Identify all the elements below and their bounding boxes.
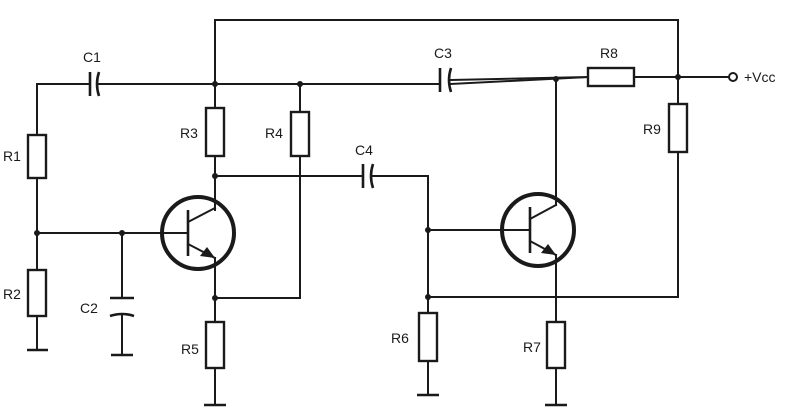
resistor-r4 [289,110,311,158]
label-r5: R5 [181,341,199,357]
resistor-r3 [204,106,226,158]
label-c3: C3 [434,45,452,61]
label-r6: R6 [391,330,409,346]
capacitor-c4 [361,163,375,189]
label-r9: R9 [643,121,661,137]
label-r3: R3 [180,125,198,141]
resistor-r6 [417,311,439,363]
resistor-r2 [26,268,48,318]
vcc-terminal [728,72,738,82]
label-r2: R2 [3,286,21,302]
resistor-r9 [667,102,689,154]
label-r1: R1 [3,148,21,164]
resistor-r8 [586,66,636,88]
label-r8: R8 [600,45,618,61]
component-labels: C1 C3 C4 C2 R1 R2 R3 R4 R5 R6 R7 R8 R9 +… [3,45,776,357]
transistor-q1 [160,195,236,271]
wiring [36,19,729,406]
ground-symbols [27,348,567,407]
label-r4: R4 [265,125,283,141]
junction-dots [34,74,681,301]
capacitor-c3 [438,67,453,93]
capacitor-c1 [88,71,101,97]
label-r7: R7 [523,339,541,355]
resistor-r5 [204,320,226,370]
label-vcc: +Vcc [744,69,776,85]
label-c1: C1 [83,49,101,65]
resistor-r7 [545,320,567,370]
transistor-q2 [500,192,576,268]
resistor-r1 [26,133,48,180]
capacitor-c2 [109,296,135,318]
label-c4: C4 [355,142,373,158]
label-c2: C2 [80,300,98,316]
